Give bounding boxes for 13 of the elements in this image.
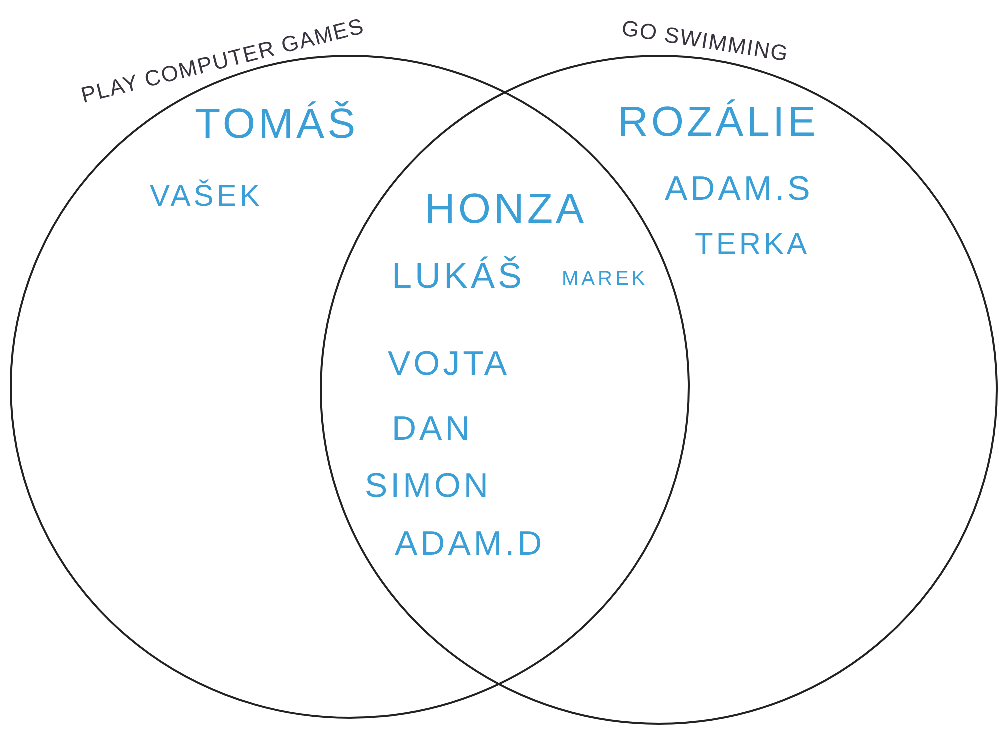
- member-name: MAREK: [562, 268, 648, 291]
- member-name: DAN: [392, 410, 473, 449]
- member-name: VOJTA: [388, 345, 510, 384]
- member-name: SIMON: [365, 467, 492, 506]
- set-heading: GO SWIMMING: [620, 15, 791, 68]
- member-name: LUKÁŠ: [392, 255, 526, 297]
- member-name: TOMÁŠ: [195, 100, 359, 148]
- member-name: HONZA: [425, 185, 587, 233]
- member-name: VAŠEK: [150, 180, 263, 214]
- member-name: TERKA: [695, 228, 810, 262]
- member-name: ROZÁLIE: [618, 98, 819, 146]
- member-name: ADAM.D: [395, 525, 546, 564]
- member-name: ADAM.S: [665, 170, 814, 209]
